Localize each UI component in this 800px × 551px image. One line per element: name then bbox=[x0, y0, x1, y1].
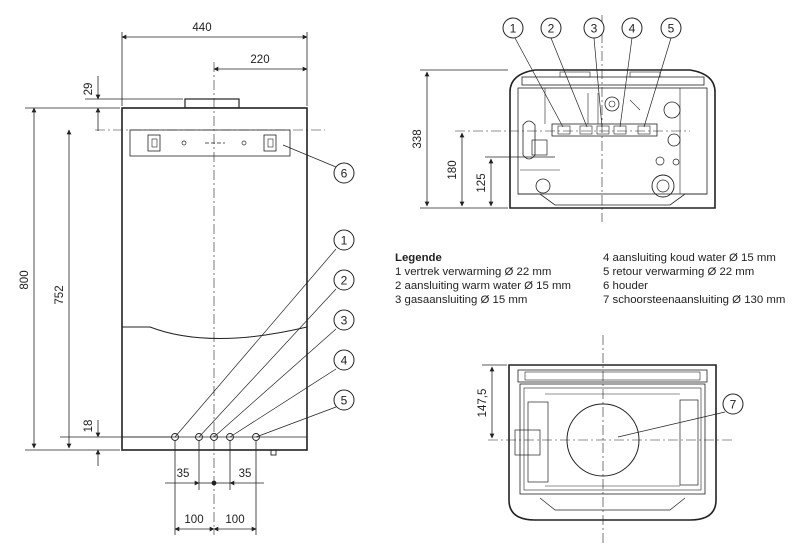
legend-item-6: 6 houder bbox=[603, 280, 648, 292]
legend-column-left: 1 vertrek verwarming Ø 22 mm 2 aansluiti… bbox=[395, 265, 603, 307]
legend: Legende 1 vertrek verwarming Ø 22 mm 2 a… bbox=[395, 251, 795, 307]
callout-4-front: 4 bbox=[333, 349, 355, 371]
callout-5-bottom: 5 bbox=[660, 17, 682, 39]
front-dimensions bbox=[25, 32, 308, 535]
callout-1-bottom: 1 bbox=[502, 17, 524, 39]
dim-440: 440 bbox=[192, 22, 211, 34]
dim-220: 220 bbox=[250, 54, 269, 66]
svg-text:7: 7 bbox=[730, 398, 737, 412]
callout-3-bottom: 3 bbox=[583, 17, 605, 39]
dim-338: 338 bbox=[412, 129, 424, 148]
callout-7-top: 7 bbox=[722, 393, 744, 415]
svg-text:6: 6 bbox=[341, 167, 348, 181]
bottom-callouts: 1 2 3 4 5 bbox=[502, 17, 682, 39]
front-callout-leaders bbox=[174, 144, 337, 438]
callout-1-front: 1 bbox=[333, 229, 355, 251]
bottom-view-dimensions bbox=[420, 69, 555, 209]
callout-5-front: 5 bbox=[333, 389, 355, 411]
svg-text:5: 5 bbox=[341, 394, 348, 408]
dim-752: 752 bbox=[54, 285, 66, 304]
front-view bbox=[95, 62, 325, 535]
dim-100-left: 100 bbox=[184, 514, 203, 526]
bottom-view bbox=[455, 15, 716, 222]
svg-text:4: 4 bbox=[629, 22, 636, 36]
dim-147-5: 147,5 bbox=[477, 389, 489, 418]
dim-100-right: 100 bbox=[225, 514, 244, 526]
dim-18: 18 bbox=[83, 420, 95, 433]
front-callouts: 1 2 3 4 5 6 bbox=[333, 162, 355, 411]
callout-2-bottom: 2 bbox=[540, 17, 562, 39]
dim-29: 29 bbox=[83, 83, 95, 96]
svg-text:1: 1 bbox=[510, 22, 517, 36]
dim-180: 180 bbox=[447, 160, 459, 179]
dim-800: 800 bbox=[19, 270, 31, 289]
legend-item-3: 3 gasaansluiting Ø 15 mm bbox=[395, 294, 528, 306]
top-view-dimensions bbox=[482, 364, 507, 439]
top-view bbox=[488, 335, 735, 545]
svg-text:1: 1 bbox=[341, 234, 348, 248]
svg-text:3: 3 bbox=[341, 314, 348, 328]
dim-35-left: 35 bbox=[177, 468, 190, 480]
legend-item-1: 1 vertrek verwarming Ø 22 mm bbox=[395, 266, 552, 278]
callout-4-bottom: 4 bbox=[621, 17, 643, 39]
svg-text:3: 3 bbox=[591, 22, 598, 36]
dim-35-right: 35 bbox=[239, 468, 252, 480]
callout-6-front: 6 bbox=[333, 162, 355, 184]
legend-item-4: 4 aansluiting koud water Ø 15 mm bbox=[603, 252, 776, 264]
top-callout-leader bbox=[617, 411, 726, 438]
svg-text:5: 5 bbox=[668, 22, 675, 36]
svg-text:4: 4 bbox=[341, 354, 348, 368]
bottom-callout-leaders bbox=[514, 37, 672, 128]
svg-text:2: 2 bbox=[548, 22, 555, 36]
svg-text:2: 2 bbox=[341, 274, 348, 288]
legend-item-7: 7 schoorsteenaansluiting Ø 130 mm bbox=[603, 294, 786, 306]
legend-item-5: 5 retour verwarming Ø 22 mm bbox=[603, 266, 755, 278]
legend-column-right: 4 aansluiting koud water Ø 15 mm 5 retou… bbox=[603, 251, 800, 307]
legend-item-2: 2 aansluiting warm water Ø 15 mm bbox=[395, 280, 571, 292]
callout-2-front: 2 bbox=[333, 269, 355, 291]
callout-3-front: 3 bbox=[333, 309, 355, 331]
dim-125: 125 bbox=[476, 173, 488, 192]
legend-title: Legende bbox=[395, 252, 442, 264]
